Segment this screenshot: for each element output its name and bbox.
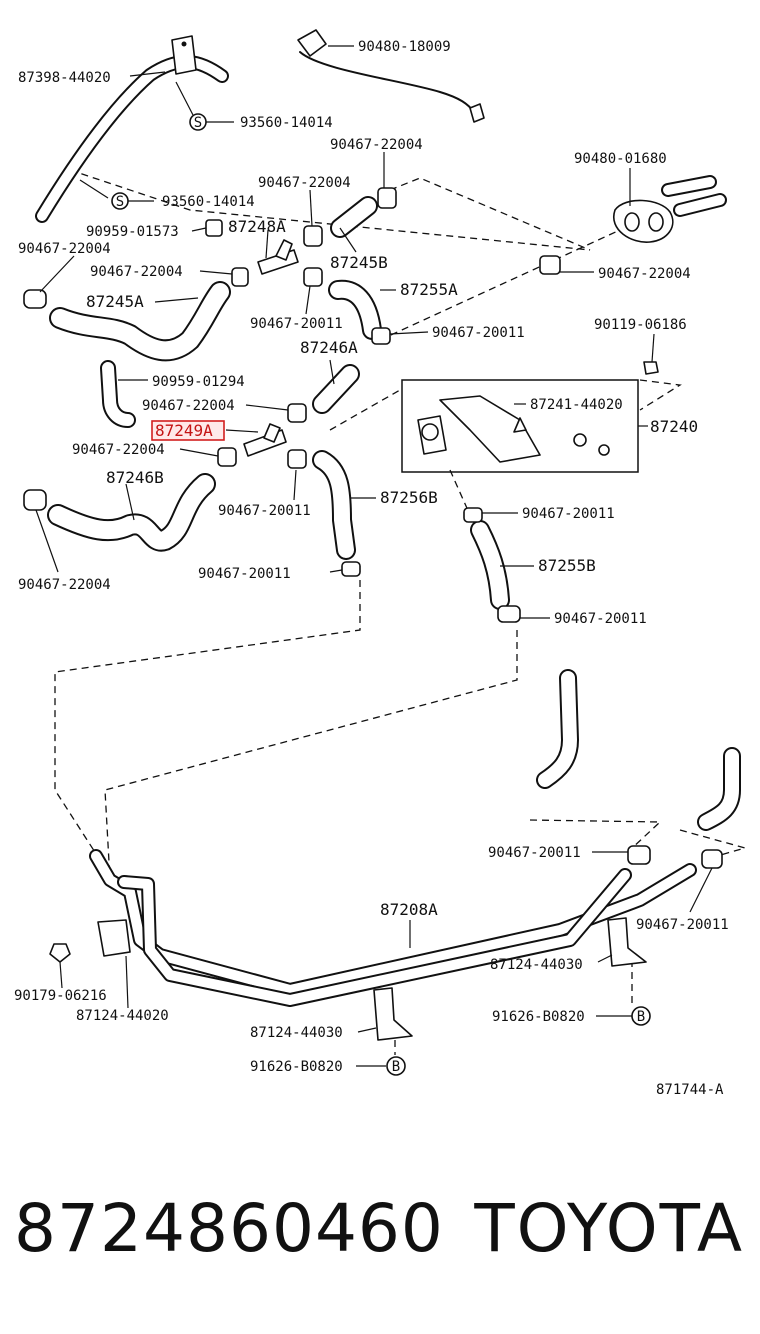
routing-dashed-lines (54, 169, 748, 1055)
hose-87245B (330, 196, 378, 238)
label-87249A: 87249A (155, 421, 213, 440)
label-871744-A: 871744-A (656, 1082, 724, 1098)
label-87208A: 87208A (380, 900, 438, 919)
label-91626-B0820-r: 91626-B0820 (492, 1009, 585, 1025)
brackets (49, 917, 647, 1041)
elbow-90959-01294 (100, 360, 136, 428)
callout-symbols: S S B B (111, 113, 651, 1076)
hose-riser-right (536, 669, 741, 831)
tee-87249A (243, 423, 287, 457)
label-90467-22004-e: 90467-22004 (72, 442, 165, 458)
label-87256B: 87256B (380, 488, 438, 507)
label-90467-22004-c: 90467-22004 (90, 264, 183, 280)
label-87255B: 87255B (538, 556, 596, 575)
label-87246A: 87246A (300, 338, 358, 357)
label-90467-22004-right: 90467-22004 (598, 266, 691, 282)
label-90480-18009: 90480-18009 (358, 39, 451, 55)
label-90179-06216: 90179-06216 (14, 988, 107, 1004)
hose-87245A (49, 281, 231, 362)
label-90467-20011-f: 90467-20011 (554, 611, 647, 627)
label-90480-01680: 90480-01680 (574, 151, 667, 167)
tee-87248A (257, 239, 299, 275)
grommet-90480-01680 (612, 175, 727, 243)
label-90467-22004-b: 90467-22004 (258, 175, 351, 191)
label-90467-22004-top: 90467-22004 (330, 137, 423, 153)
footer-caption: 8724860460 TOYOTA (0, 1180, 760, 1290)
label-87248A: 87248A (228, 217, 286, 236)
bolt-90119-06186 (643, 361, 659, 375)
hose-87246B (47, 473, 216, 552)
symbol-b-2: B (392, 1059, 400, 1075)
label-87255A: 87255A (400, 280, 458, 299)
label-90959-01573: 90959-01573 (86, 224, 179, 240)
label-87240: 87240 (650, 417, 698, 436)
hose-clamps (23, 187, 723, 869)
main-pipe-87208A (89, 849, 697, 1007)
label-90119-06186: 90119-06186 (594, 317, 687, 333)
label-90467-20011-g: 90467-20011 (488, 845, 581, 861)
sensor-wire-90480-18009 (297, 29, 485, 123)
label-90959-01294: 90959-01294 (152, 374, 245, 390)
label-90467-20011-c: 90467-20011 (218, 503, 311, 519)
label-87245A: 87245A (86, 292, 144, 311)
footer-brand: TOYOTA (474, 1190, 744, 1267)
label-87124-44030-r: 87124-44030 (490, 957, 583, 973)
label-87398-44020: 87398-44020 (18, 70, 111, 86)
label-90467-22004-left: 90467-22004 (18, 241, 111, 257)
symbol-s-2: S (116, 194, 124, 210)
hose-87255A (328, 279, 382, 340)
label-90467-22004-d: 90467-22004 (142, 398, 235, 414)
label-93560-14014-a: 93560-14014 (240, 115, 333, 131)
part-labels: 87398-44020 90480-18009 93560-14014 9356… (14, 39, 729, 1098)
label-90467-20011-h: 90467-20011 (636, 917, 729, 933)
label-87124-44020: 87124-44020 (76, 1008, 169, 1024)
hose-87246A (312, 364, 360, 414)
parts-diagram: S S B B 87398-44020 90480-18009 93560-14… (14, 29, 748, 1098)
label-90467-20011-a: 90467-20011 (250, 316, 343, 332)
highlight-box-87249A (151, 420, 225, 441)
label-90467-22004-f: 90467-22004 (18, 577, 111, 593)
label-93560-14014-b: 93560-14014 (162, 194, 255, 210)
label-90467-20011-e: 90467-20011 (198, 566, 291, 582)
label-90467-20011-b: 90467-20011 (432, 325, 525, 341)
label-90467-20011-d: 90467-20011 (522, 506, 615, 522)
label-87241-44020: 87241-44020 (530, 397, 623, 413)
label-87124-44030-m: 87124-44030 (250, 1025, 343, 1041)
leader-lines (35, 45, 713, 1067)
valve-assembly-87240 (401, 379, 639, 473)
hose-87256B (312, 450, 356, 560)
hose-87255B (470, 520, 510, 610)
pipe-87398 (35, 35, 229, 223)
symbol-b-1: B (637, 1009, 645, 1025)
label-87245B: 87245B (330, 253, 388, 272)
label-91626-B0820-m: 91626-B0820 (250, 1059, 343, 1075)
symbol-s-1: S (194, 115, 202, 131)
footer-part-number: 8724860460 (14, 1190, 444, 1267)
label-87246B: 87246B (106, 468, 164, 487)
